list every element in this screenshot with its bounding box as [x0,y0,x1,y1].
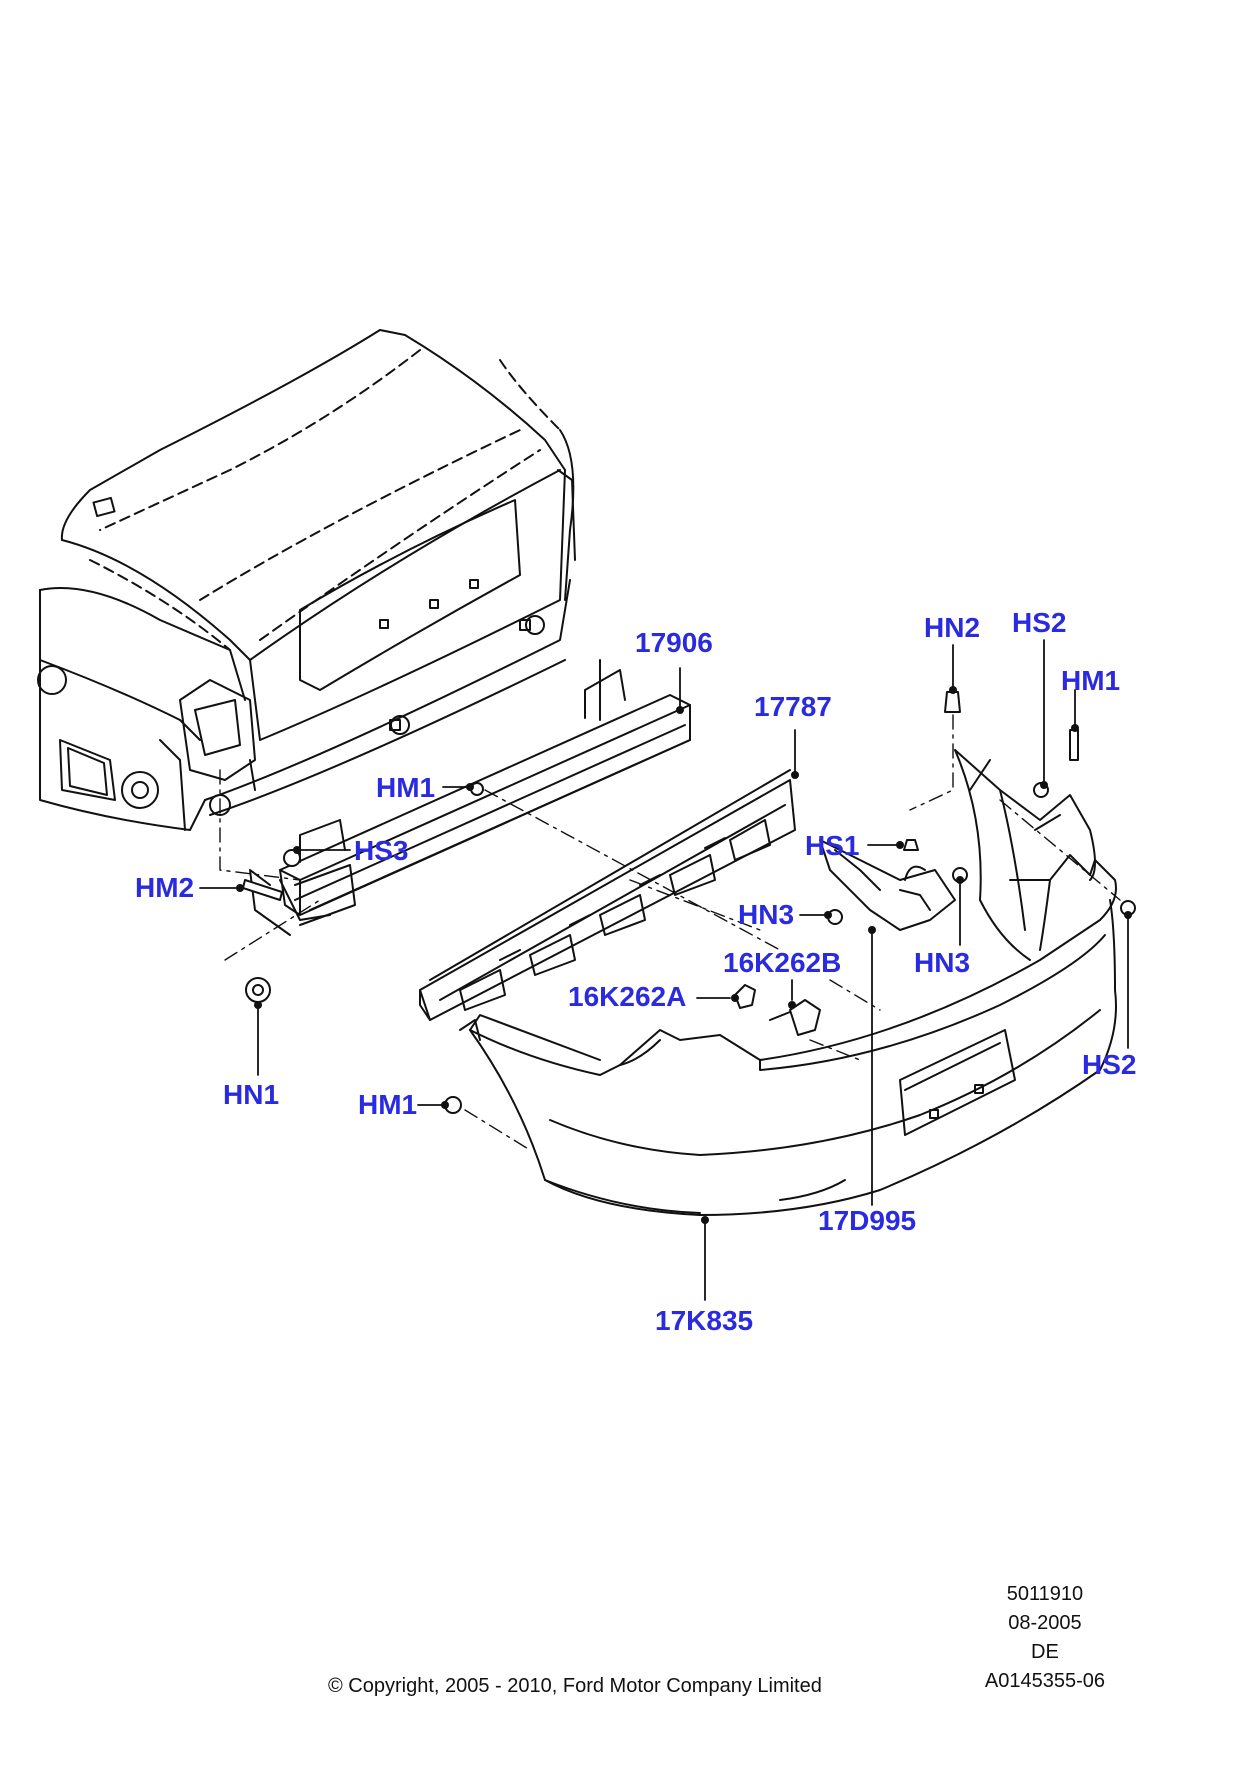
callout-hn3-left: HN3 [738,899,794,930]
diagram-language: DE [1031,1641,1059,1663]
callout-hm2: HM2 [135,872,194,903]
diagram-reference: A0145355-06 [984,1670,1105,1692]
callout-hm1-right: HM1 [1061,665,1120,696]
callout-16k262a: 16K262A [568,981,686,1012]
callout-hm1-left: HM1 [376,772,435,803]
callout-17d995: 17D995 [818,1205,916,1236]
callout-hs2-right: HS2 [1082,1049,1136,1080]
callout-16k262b: 16K262B [723,947,841,978]
callout-hs2-top: HS2 [1012,607,1066,638]
diagram-number: 5011910 [1006,1583,1084,1605]
callout-hn1: HN1 [223,1079,279,1110]
diagram-metadata: 5011910 08-2005 DE A0145355-06 [985,1580,1105,1696]
callout-17906: 17906 [635,627,713,658]
leader-dots [236,686,1132,1224]
leader-lines [199,639,1129,1301]
callout-hn2: HN2 [924,612,980,643]
car-body-rear [37,329,576,831]
callout-labels: 17906 17787 HN2 HS2 HM1 HM1 HS3 HM2 HS1 … [135,607,1136,1336]
callout-17k835: 17K835 [655,1305,753,1336]
callout-hn3-right: HN3 [914,947,970,978]
energy-absorber-17787 [419,769,796,1041]
callout-17787: 17787 [754,691,832,722]
alignment-lines [219,714,1121,1151]
clips-16k262 [734,984,821,1036]
callout-hm1-bottom: HM1 [358,1089,417,1120]
bracket-17d995 [819,839,956,931]
callout-hs1: HS1 [805,830,859,861]
diagram-date: 08-2005 [1008,1612,1082,1634]
reinforcement-beam-17906 [249,659,691,936]
callout-hs3: HS3 [354,835,408,866]
copyright-notice: © Copyright, 2005 - 2010, Ford Motor Com… [328,1675,822,1697]
